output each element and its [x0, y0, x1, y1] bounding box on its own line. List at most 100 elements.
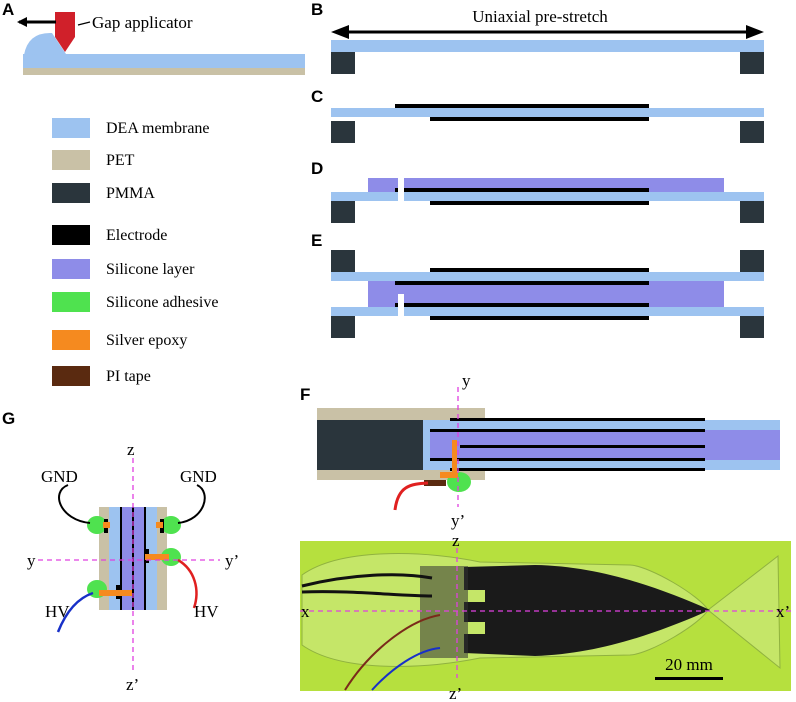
legend-label: Electrode	[106, 227, 167, 244]
legend-item: Silicone layer	[52, 259, 195, 279]
legend-swatch	[52, 259, 90, 279]
membrane-layer	[331, 40, 764, 52]
pmma-frame	[317, 420, 423, 470]
gap-applicator-blade	[55, 12, 75, 52]
legend-swatch	[52, 118, 90, 138]
pi-tape	[424, 480, 446, 486]
pmma-frame-left-bottom	[331, 316, 355, 338]
legend-item: PMMA	[52, 183, 155, 203]
pmma-frame-left	[331, 52, 355, 74]
gnd-wire-right	[177, 484, 206, 524]
panel-label-f: F	[300, 385, 310, 404]
wire-red	[344, 614, 441, 691]
pmma-frame-left-top	[331, 250, 355, 272]
legend-label: Silicone layer	[106, 261, 195, 278]
legend-item: Silicone adhesive	[52, 292, 218, 312]
membrane-layer-bottom	[331, 307, 764, 316]
axis-label-x: x	[301, 602, 310, 621]
panel-f-cross-section: y y’	[317, 371, 780, 530]
panel-label-e: E	[311, 231, 322, 250]
panel-d-silicone-diagram	[331, 178, 764, 223]
membrane-layer-top	[331, 272, 764, 281]
membrane-layer	[23, 54, 305, 68]
panel-e-stacked-diagram	[331, 250, 764, 338]
panel-a-gap-applicator-diagram: Gap applicator	[17, 12, 305, 75]
panel-label-b: B	[311, 0, 323, 19]
prestretch-arrowhead-right	[746, 25, 764, 39]
legend: DEA membrane PET PMMA Electrode Silicone…	[52, 118, 218, 386]
silver-epoxy-pad	[440, 472, 458, 478]
silicone-layer-small	[368, 178, 398, 192]
membrane-layer	[331, 108, 764, 117]
electrode	[450, 418, 705, 421]
hv-wire-right	[177, 558, 198, 609]
electrode-top	[430, 268, 649, 272]
electrode-middle-lower	[395, 303, 649, 307]
axis-label-y-prime: y’	[451, 511, 465, 530]
adhesive-left-top	[87, 516, 107, 534]
legend-swatch	[52, 150, 90, 170]
panel-label-g: G	[2, 409, 15, 428]
pet-substrate	[23, 68, 305, 75]
axis-label-z-prime: z’	[126, 675, 139, 694]
panel-f-photograph: z z’ x x’ 20 mm	[300, 531, 791, 702]
prestretch-label: Uniaxial pre-stretch	[472, 7, 608, 26]
electrode-bottom	[430, 117, 649, 121]
pmma-frame-left	[331, 121, 355, 143]
wire-black-1	[301, 573, 433, 588]
electrode	[460, 445, 705, 448]
hv-wire-left	[56, 591, 94, 633]
gnd-label-left: GND	[41, 467, 78, 486]
scale-bar-label: 20 mm	[665, 655, 713, 674]
axis-label-z-prime: z’	[449, 684, 462, 702]
legend-swatch	[52, 366, 90, 386]
leader-line	[77, 21, 91, 26]
pmma-frame-right-top	[740, 250, 764, 272]
axis-label-y: y	[462, 371, 471, 390]
pmma-frame-right	[740, 121, 764, 143]
gap-applicator-label: Gap applicator	[92, 13, 193, 32]
panel-c-electrode-diagram	[331, 104, 764, 143]
legend-label: DEA membrane	[106, 120, 210, 137]
axis-label-z: z	[452, 531, 460, 550]
legend-item: Silver epoxy	[52, 330, 187, 350]
legend-label: PI tape	[106, 368, 151, 385]
legend-item: DEA membrane	[52, 118, 210, 138]
axis-label-x-prime: x’	[776, 602, 790, 621]
legend-item: PET	[52, 150, 135, 170]
electrode	[430, 429, 705, 432]
electrode-top	[395, 104, 649, 108]
legend-swatch	[52, 183, 90, 203]
silver-epoxy-via	[452, 440, 457, 478]
pmma-frame-right	[740, 52, 764, 74]
electrode-bottom	[430, 201, 649, 205]
scale-bar	[655, 677, 723, 680]
electrode-middle-upper	[395, 281, 649, 285]
legend-swatch	[52, 330, 90, 350]
silver-epoxy-strip	[99, 590, 132, 596]
gnd-wire-left	[58, 484, 91, 524]
panel-label-d: D	[311, 159, 323, 178]
legend-item: PI tape	[52, 366, 151, 386]
axis-label-z: z	[127, 440, 135, 459]
fish-tail-fin	[707, 554, 781, 670]
hv-wire	[393, 481, 429, 511]
silver-epoxy-dot	[156, 522, 163, 528]
electrode-shape	[464, 565, 710, 656]
silver-epoxy-dot	[103, 522, 110, 528]
legend-swatch	[52, 292, 90, 312]
legend-label: Silver epoxy	[106, 332, 187, 349]
panel-g-side-view: z z’ y y’ GND GND HV HV	[27, 440, 239, 694]
pmma-frame-right-bottom	[740, 316, 764, 338]
gnd-label-right: GND	[180, 467, 217, 486]
legend-item: Electrode	[52, 225, 167, 245]
gap-cut	[398, 178, 404, 201]
legend-label: PET	[106, 152, 135, 169]
silicone-layer	[368, 281, 724, 307]
hv-label-left: HV	[45, 602, 70, 621]
adhesive-right-top	[161, 516, 181, 534]
adhesive-right-middle	[161, 548, 181, 566]
clamp-frame	[420, 566, 468, 658]
